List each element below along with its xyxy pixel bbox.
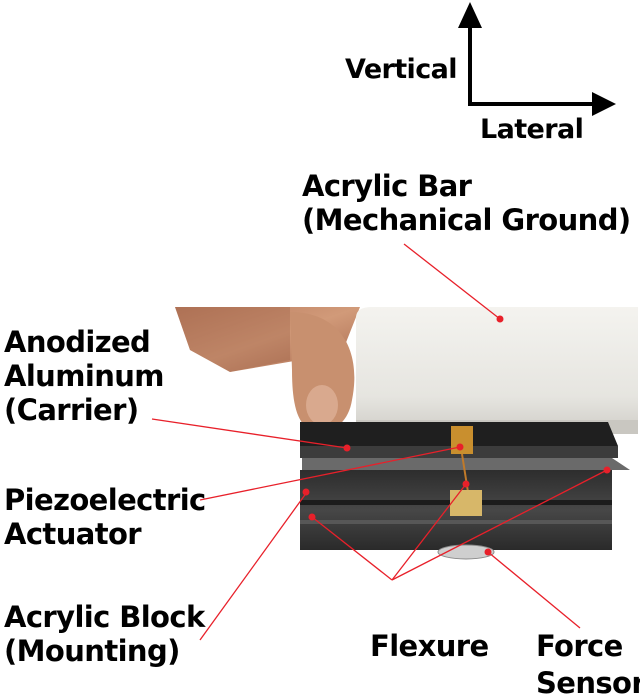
label-flexure: Flexure (370, 629, 489, 663)
label-acrylic-block: Acrylic Block (Mounting) (4, 603, 205, 666)
lateral-axis-label: Lateral (480, 114, 584, 145)
label-block-line2: (Mounting) (4, 634, 180, 668)
label-piezo-line1: Piezoelectric (4, 483, 206, 517)
flexure-pad-photo (450, 490, 482, 516)
label-piezo-line2: Actuator (4, 517, 142, 551)
vertical-axis-label: Vertical (345, 54, 457, 85)
acrylic-bar-photo (356, 307, 638, 434)
label-force-line2: Sensor (536, 666, 640, 700)
hand-photo (175, 307, 360, 432)
label-force-sensor: Force Sensor (536, 632, 640, 698)
label-anodized-aluminum: Anodized Aluminum (Carrier) (4, 325, 165, 427)
lateral-arrowhead-icon (592, 92, 616, 116)
label-aluminum-line2: Aluminum (4, 359, 165, 393)
axis-arrows (468, 22, 596, 106)
leader-flexure-3 (391, 469, 608, 581)
leader-flexure-2 (311, 516, 393, 581)
label-block-line1: Acrylic Block (4, 600, 205, 634)
label-aluminum-line3: (Carrier) (4, 393, 139, 427)
leader-force-sensor (487, 551, 581, 629)
force-sensor-photo (437, 544, 495, 560)
leader-aluminum (151, 418, 348, 449)
label-aluminum-line1: Anodized (4, 325, 151, 359)
fingernail (306, 385, 338, 425)
vertical-arrowhead-icon (458, 2, 482, 28)
leader-piezo (199, 446, 461, 501)
leader-acrylic-bar (403, 243, 501, 320)
label-acrylic-bar-line1: Acrylic Bar (302, 169, 472, 203)
leader-flexure-1 (391, 483, 467, 581)
leader-block-1 (199, 491, 308, 641)
device-stack-photo (300, 422, 630, 560)
label-force-line1: Force (536, 629, 623, 663)
leader-dots (302, 315, 611, 556)
label-acrylic-bar: Acrylic Bar (Mechanical Ground) (302, 172, 631, 235)
label-piezo-actuator: Piezoelectric Actuator (4, 486, 206, 549)
leader-lines (151, 243, 608, 641)
label-acrylic-bar-line2: (Mechanical Ground) (302, 203, 631, 237)
